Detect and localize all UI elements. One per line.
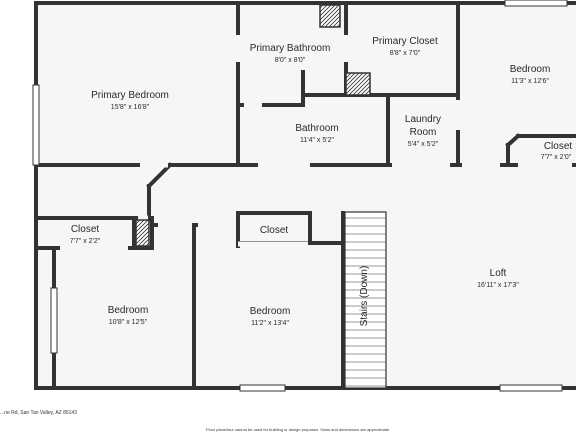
- room-dims-loft: 16'11" x 17'3": [477, 282, 519, 289]
- window-primary-bedroom: [32, 84, 40, 166]
- window-bedroom-sw: [50, 287, 58, 354]
- room-name-primary-bedroom: Primary Bedroom: [91, 90, 169, 101]
- room-dims-laundry: 5'4" x 5'2": [408, 141, 439, 148]
- room-name-closet-mid: Closet: [260, 225, 289, 236]
- window-loft: [499, 384, 563, 392]
- room-name-loft: Loft: [490, 268, 507, 279]
- room-labels: Primary Bedroom 15'8" x 16'8" Primary Ba…: [70, 36, 573, 327]
- room-dims-primary-bedroom: 15'8" x 16'8": [111, 104, 150, 111]
- room-dims-primary-closet: 8'8" x 7'0": [390, 50, 421, 57]
- room-dims-bedroom-s: 11'2" x 13'4": [251, 320, 289, 327]
- footer-disclaimer: Floor plans/tour cannot be used for buil…: [206, 427, 391, 432]
- room-name-closet-w: Closet: [71, 224, 100, 235]
- room-dims-closet-w: 7'7" x 2'2": [70, 238, 101, 245]
- floor-area: [36, 3, 576, 388]
- room-name-laundry-line1: Laundry: [405, 114, 441, 125]
- room-name-stairs: Stairs (Down): [359, 266, 370, 327]
- room-dims-bedroom-sw: 10'8" x 12'5": [109, 319, 148, 326]
- windows: [32, 0, 568, 392]
- room-dims-primary-bathroom: 8'0" x 8'0": [275, 57, 306, 64]
- window-bedroom-s: [239, 384, 286, 392]
- room-name-bedroom-ne: Bedroom: [510, 64, 551, 75]
- footer-address: ...ne Rd, San Tan Valley, AZ 85143: [0, 410, 77, 416]
- room-name-bedroom-s: Bedroom: [250, 306, 291, 317]
- stairs: [344, 211, 387, 389]
- room-dims-closet-ne: 7'7" x 2'0": [541, 154, 572, 161]
- room-name-primary-bathroom: Primary Bathroom: [250, 43, 331, 54]
- room-name-primary-closet: Primary Closet: [372, 36, 438, 47]
- room-name-closet-ne: Closet: [544, 141, 573, 152]
- room-name-bedroom-sw: Bedroom: [108, 305, 149, 316]
- hatched-chases: [135, 4, 371, 247]
- room-dims-bedroom-ne: 11'3" x 12'6": [511, 78, 549, 85]
- room-name-laundry-line2: Room: [410, 127, 437, 138]
- room-dims-bathroom: 11'4" x 5'2": [300, 137, 334, 144]
- door-openings: [33, 35, 572, 251]
- room-name-bathroom: Bathroom: [295, 123, 338, 134]
- window-bedroom-ne: [504, 0, 568, 7]
